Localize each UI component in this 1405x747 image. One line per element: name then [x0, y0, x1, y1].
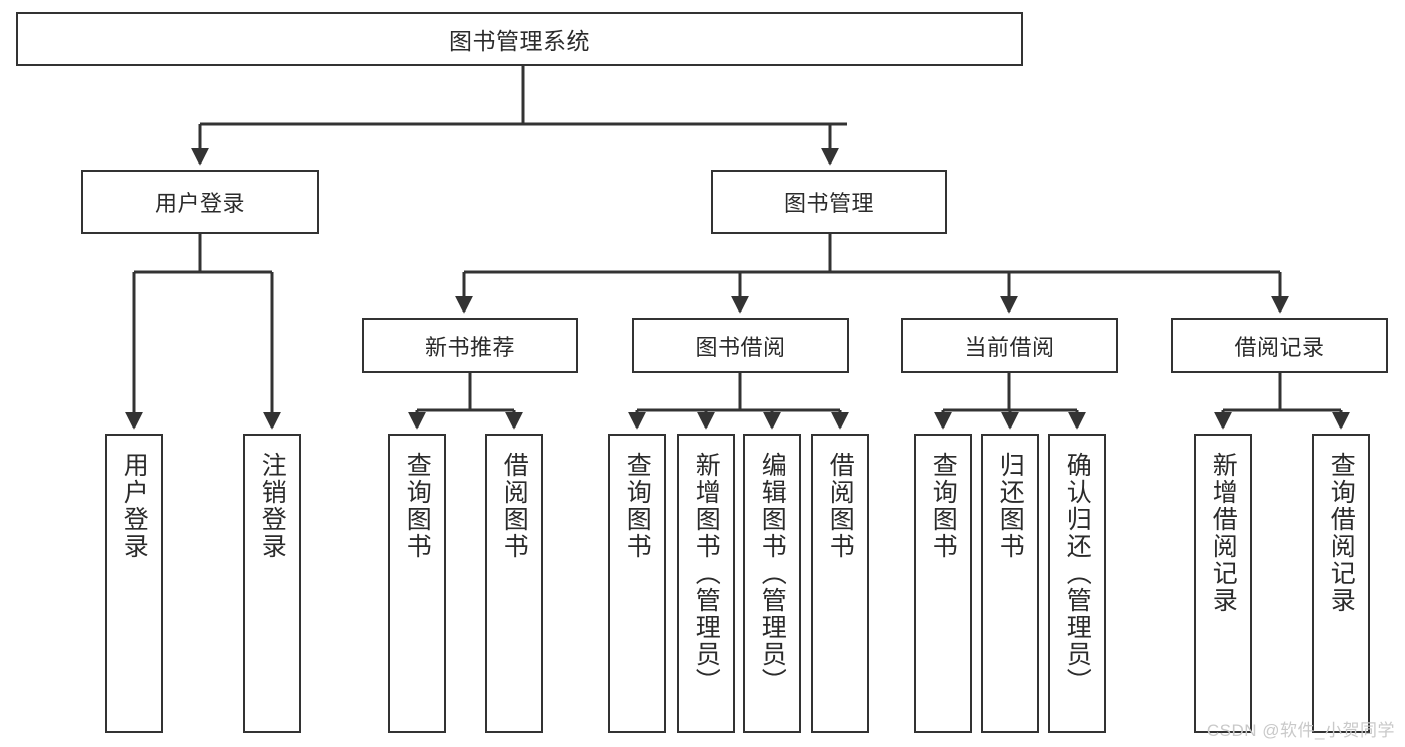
node-leaf-return-book[interactable]: 归还图书: [981, 434, 1039, 733]
node-leaf-return-book-label: 归还图书: [996, 452, 1025, 560]
node-leaf-borrow-book-1-label: 借阅图书: [500, 452, 529, 560]
node-leaf-query-record[interactable]: 查询借阅记录: [1312, 434, 1370, 733]
node-current-borrow[interactable]: 当前借阅: [901, 318, 1118, 373]
node-leaf-query-book-1-label: 查询图书: [403, 452, 432, 560]
node-user-login-label: 用户登录: [154, 191, 245, 216]
node-leaf-user-logout[interactable]: 注销登录: [243, 434, 301, 733]
node-leaf-user-login-label: 用户登录: [120, 452, 149, 560]
node-book-borrow[interactable]: 图书借阅: [632, 318, 849, 373]
node-leaf-borrow-book-2-label: 借阅图书: [826, 452, 855, 560]
node-leaf-add-book-label: 新增图书（管理员）: [692, 452, 721, 695]
node-leaf-confirm-return-label: 确认归还（管理员）: [1063, 452, 1092, 695]
node-leaf-query-book-3[interactable]: 查询图书: [914, 434, 972, 733]
node-leaf-edit-book[interactable]: 编辑图书（管理员）: [743, 434, 801, 733]
node-new-book-rec[interactable]: 新书推荐: [362, 318, 578, 373]
node-root-label: 图书管理系统: [449, 28, 590, 54]
node-book-manage[interactable]: 图书管理: [711, 170, 947, 234]
node-leaf-query-book-3-label: 查询图书: [929, 452, 958, 560]
node-book-borrow-label: 图书借阅: [695, 334, 786, 360]
node-leaf-add-record[interactable]: 新增借阅记录: [1194, 434, 1252, 733]
node-leaf-add-record-label: 新增借阅记录: [1209, 452, 1238, 614]
node-new-book-rec-label: 新书推荐: [424, 334, 515, 360]
node-leaf-borrow-book-2[interactable]: 借阅图书: [811, 434, 869, 733]
node-leaf-user-logout-label: 注销登录: [258, 452, 287, 560]
node-current-borrow-label: 当前借阅: [964, 334, 1055, 360]
node-leaf-edit-book-label: 编辑图书（管理员）: [758, 452, 787, 695]
node-leaf-user-login[interactable]: 用户登录: [105, 434, 163, 733]
node-leaf-borrow-book-1[interactable]: 借阅图书: [485, 434, 543, 733]
node-leaf-confirm-return[interactable]: 确认归还（管理员）: [1048, 434, 1106, 733]
node-leaf-query-book-1[interactable]: 查询图书: [388, 434, 446, 733]
node-borrow-record[interactable]: 借阅记录: [1171, 318, 1388, 373]
csdn-watermark: CSDN @软件_小贺同学: [1206, 721, 1395, 740]
node-leaf-query-book-2[interactable]: 查询图书: [608, 434, 666, 733]
node-root[interactable]: 图书管理系统: [16, 12, 1023, 66]
node-book-manage-label: 图书管理: [783, 191, 874, 216]
node-leaf-add-book[interactable]: 新增图书（管理员）: [677, 434, 735, 733]
node-borrow-record-label: 借阅记录: [1234, 334, 1325, 360]
node-user-login[interactable]: 用户登录: [81, 170, 319, 234]
node-leaf-query-book-2-label: 查询图书: [623, 452, 652, 560]
node-leaf-query-record-label: 查询借阅记录: [1327, 452, 1356, 614]
